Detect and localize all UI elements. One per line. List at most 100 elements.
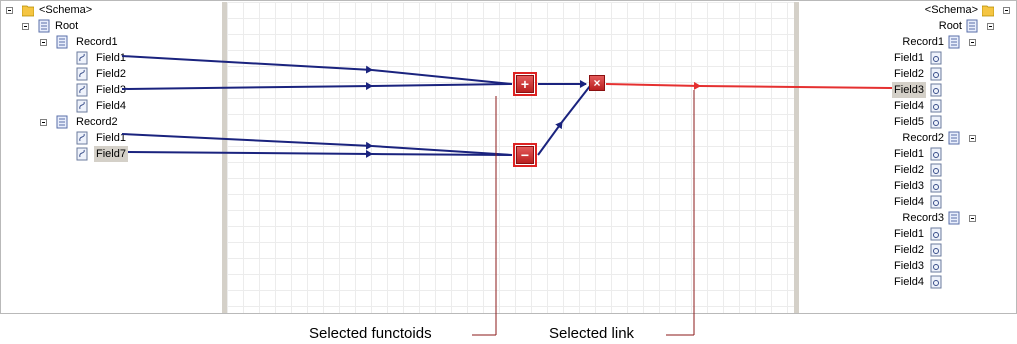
subtract-functoid[interactable]: −	[513, 143, 537, 167]
field-icon	[930, 51, 942, 65]
field-icon	[76, 67, 88, 81]
multiply-icon: ×	[589, 75, 605, 91]
field-icon	[930, 83, 942, 97]
field-label: Field1	[96, 52, 126, 64]
field-label: Field2	[96, 68, 126, 80]
field-label: Field2	[894, 164, 924, 176]
left-splitter[interactable]	[222, 2, 227, 313]
field-label: Field1	[894, 52, 924, 64]
mapper-grid[interactable]	[227, 2, 794, 313]
link-r1field1-to-add[interactable]	[121, 55, 513, 85]
source-root-label: Root	[55, 20, 79, 32]
record-icon	[948, 131, 960, 145]
map-editor: <Schema> Root Record1 Field1	[0, 0, 1017, 314]
multiply-functoid[interactable]: ×	[589, 75, 605, 91]
dest-r1-field4[interactable]: Field4	[882, 98, 942, 114]
field-label: Field3	[894, 260, 924, 272]
dest-root-node[interactable]: Root	[896, 18, 996, 34]
dest-r2-field2[interactable]: Field2	[882, 162, 942, 178]
dest-r2-field3[interactable]: Field3	[882, 178, 942, 194]
folder-icon	[22, 5, 34, 17]
field-icon	[930, 195, 942, 209]
dest-r3-field4[interactable]: Field4	[882, 274, 942, 290]
folder-icon	[982, 5, 994, 17]
field-label: Field1	[894, 228, 924, 240]
field-icon	[76, 51, 88, 65]
field-label: Field4	[894, 276, 924, 288]
field-label-selected: Field3	[892, 82, 926, 98]
collapse-icon[interactable]	[987, 23, 994, 30]
selected-link-multiply-to-dest[interactable]	[605, 81, 893, 90]
link-subtract-to-multiply[interactable]	[537, 85, 591, 156]
field-label: Field2	[894, 68, 924, 80]
field-icon	[930, 243, 942, 257]
field-label: Field1	[96, 132, 126, 144]
add-icon: +	[516, 75, 534, 93]
record-icon	[56, 115, 68, 129]
field-icon	[76, 83, 88, 97]
source-schema-pane: <Schema> Root Record1 Field1	[2, 2, 222, 313]
field-label: Field4	[894, 196, 924, 208]
record-icon	[56, 35, 68, 49]
link-r2field7-to-subtract[interactable]	[127, 149, 513, 158]
field-label: Field5	[894, 116, 924, 128]
callout-lines	[472, 90, 695, 336]
record-icon	[38, 19, 50, 33]
field-label: Field2	[894, 244, 924, 256]
dest-r2-field4[interactable]: Field4	[882, 194, 942, 210]
record-icon	[948, 35, 960, 49]
link-r1field3-to-add[interactable]	[121, 82, 513, 91]
field-icon	[930, 275, 942, 289]
dest-r3-field3[interactable]: Field3	[882, 258, 942, 274]
subtract-icon: −	[516, 146, 534, 164]
add-functoid[interactable]: +	[513, 72, 537, 96]
field-icon	[930, 115, 942, 129]
collapse-icon[interactable]	[969, 215, 976, 222]
dest-r3-field2[interactable]: Field2	[882, 242, 942, 258]
field-icon	[76, 131, 88, 145]
field-icon	[930, 163, 942, 177]
collapse-icon[interactable]	[1003, 7, 1010, 14]
dest-record3-node[interactable]: Record3	[878, 210, 978, 226]
dest-record2-label: Record2	[902, 132, 944, 144]
dest-record1-node[interactable]: Record1	[878, 34, 978, 50]
field-label-selected: Field7	[94, 146, 128, 162]
source-record2-label: Record2	[76, 116, 118, 128]
right-splitter[interactable]	[794, 2, 799, 313]
dest-r2-field1[interactable]: Field1	[882, 146, 942, 162]
field-label: Field1	[894, 148, 924, 160]
collapse-icon[interactable]	[40, 119, 47, 126]
collapse-icon[interactable]	[40, 39, 47, 46]
field-label: Field3	[96, 84, 126, 96]
dest-r3-field1[interactable]: Field1	[882, 226, 942, 242]
dest-schema-label: <Schema>	[924, 4, 978, 16]
record-icon	[948, 211, 960, 225]
source-schema-label: <Schema>	[39, 4, 93, 16]
collapse-icon[interactable]	[969, 135, 976, 142]
link-r2field1-to-subtract[interactable]	[121, 133, 513, 156]
field-icon	[930, 259, 942, 273]
source-record1-label: Record1	[76, 36, 118, 48]
dest-r1-field3[interactable]: Field3	[882, 82, 942, 98]
field-icon	[76, 147, 88, 161]
dest-r1-field5[interactable]: Field5	[882, 114, 942, 130]
field-icon	[930, 67, 942, 81]
collapse-icon[interactable]	[22, 23, 29, 30]
field-icon	[930, 227, 942, 241]
field-icon	[76, 99, 88, 113]
collapse-icon[interactable]	[969, 39, 976, 46]
dest-r1-field1[interactable]: Field1	[882, 50, 942, 66]
dest-root-label: Root	[938, 20, 962, 32]
field-icon	[930, 179, 942, 193]
field-label: Field4	[96, 100, 126, 112]
collapse-icon[interactable]	[6, 7, 13, 14]
selected-functoids-callout: Selected functoids	[309, 325, 432, 342]
dest-r1-field2[interactable]: Field2	[882, 66, 942, 82]
dest-record2-node[interactable]: Record2	[878, 130, 978, 146]
field-icon	[930, 147, 942, 161]
record-icon	[966, 19, 978, 33]
dest-schema-node[interactable]: <Schema>	[892, 2, 1012, 18]
destination-schema-pane: <Schema> Root Record1 Field1	[799, 2, 1016, 313]
selected-link-callout: Selected link	[549, 325, 635, 342]
